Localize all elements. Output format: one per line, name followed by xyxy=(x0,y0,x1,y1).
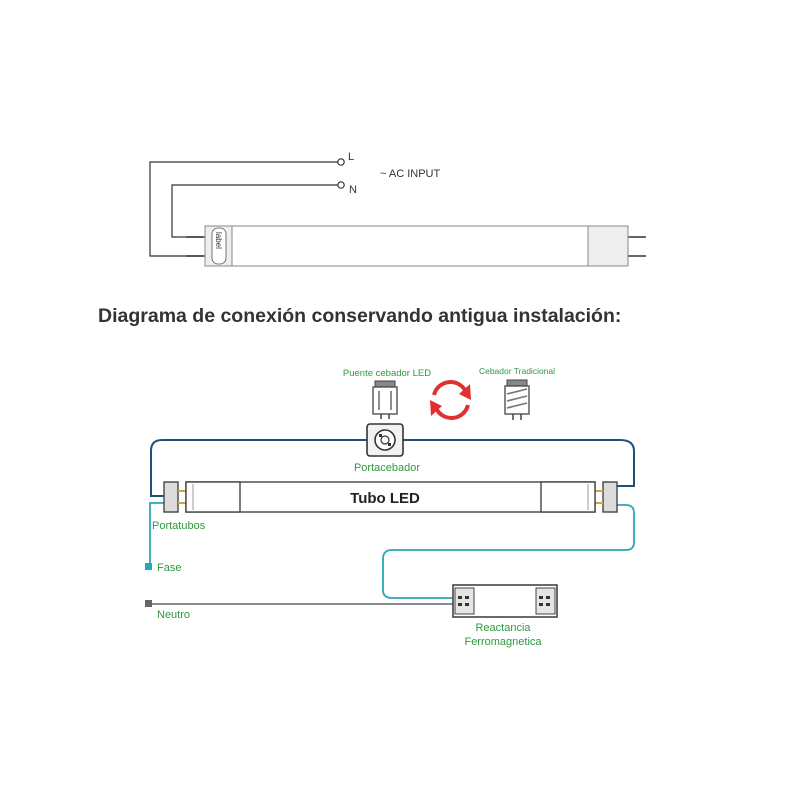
terminal-screw xyxy=(458,596,462,599)
diagram-heading: Diagrama de conexión conservando antigua… xyxy=(98,305,621,327)
starter-socket-center xyxy=(380,435,390,445)
tube-end-cap xyxy=(185,481,241,513)
ac-input-label: ~ AC INPUT xyxy=(380,168,440,180)
top-led-tube xyxy=(204,225,629,267)
tube-label: Tubo LED xyxy=(350,490,420,507)
led-starter-cap xyxy=(374,380,396,388)
starter-holder-label: Portacebador xyxy=(354,462,420,474)
swap-arrows-icon xyxy=(430,380,471,420)
tube-holder-label: Portatubos xyxy=(152,520,206,532)
traditional-starter-cap xyxy=(506,379,528,387)
terminal-screw xyxy=(546,596,550,599)
left-tube-holder xyxy=(163,481,179,513)
neutral-label: Neutro xyxy=(157,609,190,621)
label-sticker xyxy=(211,227,227,265)
traditional-starter-label: Cebador Tradicional xyxy=(479,366,555,376)
starter-stripe xyxy=(506,395,528,402)
tube-end-cap xyxy=(587,225,629,267)
terminal-screw xyxy=(539,603,543,606)
terminal-screw xyxy=(458,603,462,606)
terminal-n-label: N xyxy=(349,184,357,196)
phase-label: Fase xyxy=(157,562,181,574)
phase-terminal-icon xyxy=(145,563,152,570)
starter-stripe xyxy=(506,388,528,395)
bottom-wiring-diagram: Fase Neutro Tubo LED Portatubos Portaceb… xyxy=(145,366,635,648)
starter-socket-icon xyxy=(374,429,396,451)
ballast-wire xyxy=(382,504,635,599)
phase-wire xyxy=(149,502,165,566)
terminal-screw xyxy=(539,596,543,599)
terminal-l-label: L xyxy=(348,151,354,163)
ballast-label-line2: Ferromagnetica xyxy=(464,636,542,648)
led-starter-icon xyxy=(372,386,398,415)
neutral-terminal-icon xyxy=(145,600,152,607)
live-wire xyxy=(149,161,338,257)
terminal-screw xyxy=(465,603,469,606)
top-wiring-diagram: L N ~ AC INPUT label xyxy=(149,151,646,267)
terminal-l-icon xyxy=(337,158,345,166)
terminal-screw xyxy=(465,596,469,599)
starter-stripe xyxy=(506,402,528,409)
led-starter-label: Puente cebador LED xyxy=(343,368,431,379)
tube-end-cap xyxy=(540,481,596,513)
tube-brand-label: label xyxy=(214,232,223,249)
terminal-screw xyxy=(546,603,550,606)
ballast-terminal-block xyxy=(454,587,475,615)
ballast-label-line1: Reactancia xyxy=(475,622,531,634)
terminal-n-icon xyxy=(337,181,345,189)
socket-hole xyxy=(388,443,391,446)
right-tube-holder xyxy=(602,481,618,513)
ballast-terminal-block xyxy=(535,587,556,615)
socket-hole xyxy=(379,434,382,437)
